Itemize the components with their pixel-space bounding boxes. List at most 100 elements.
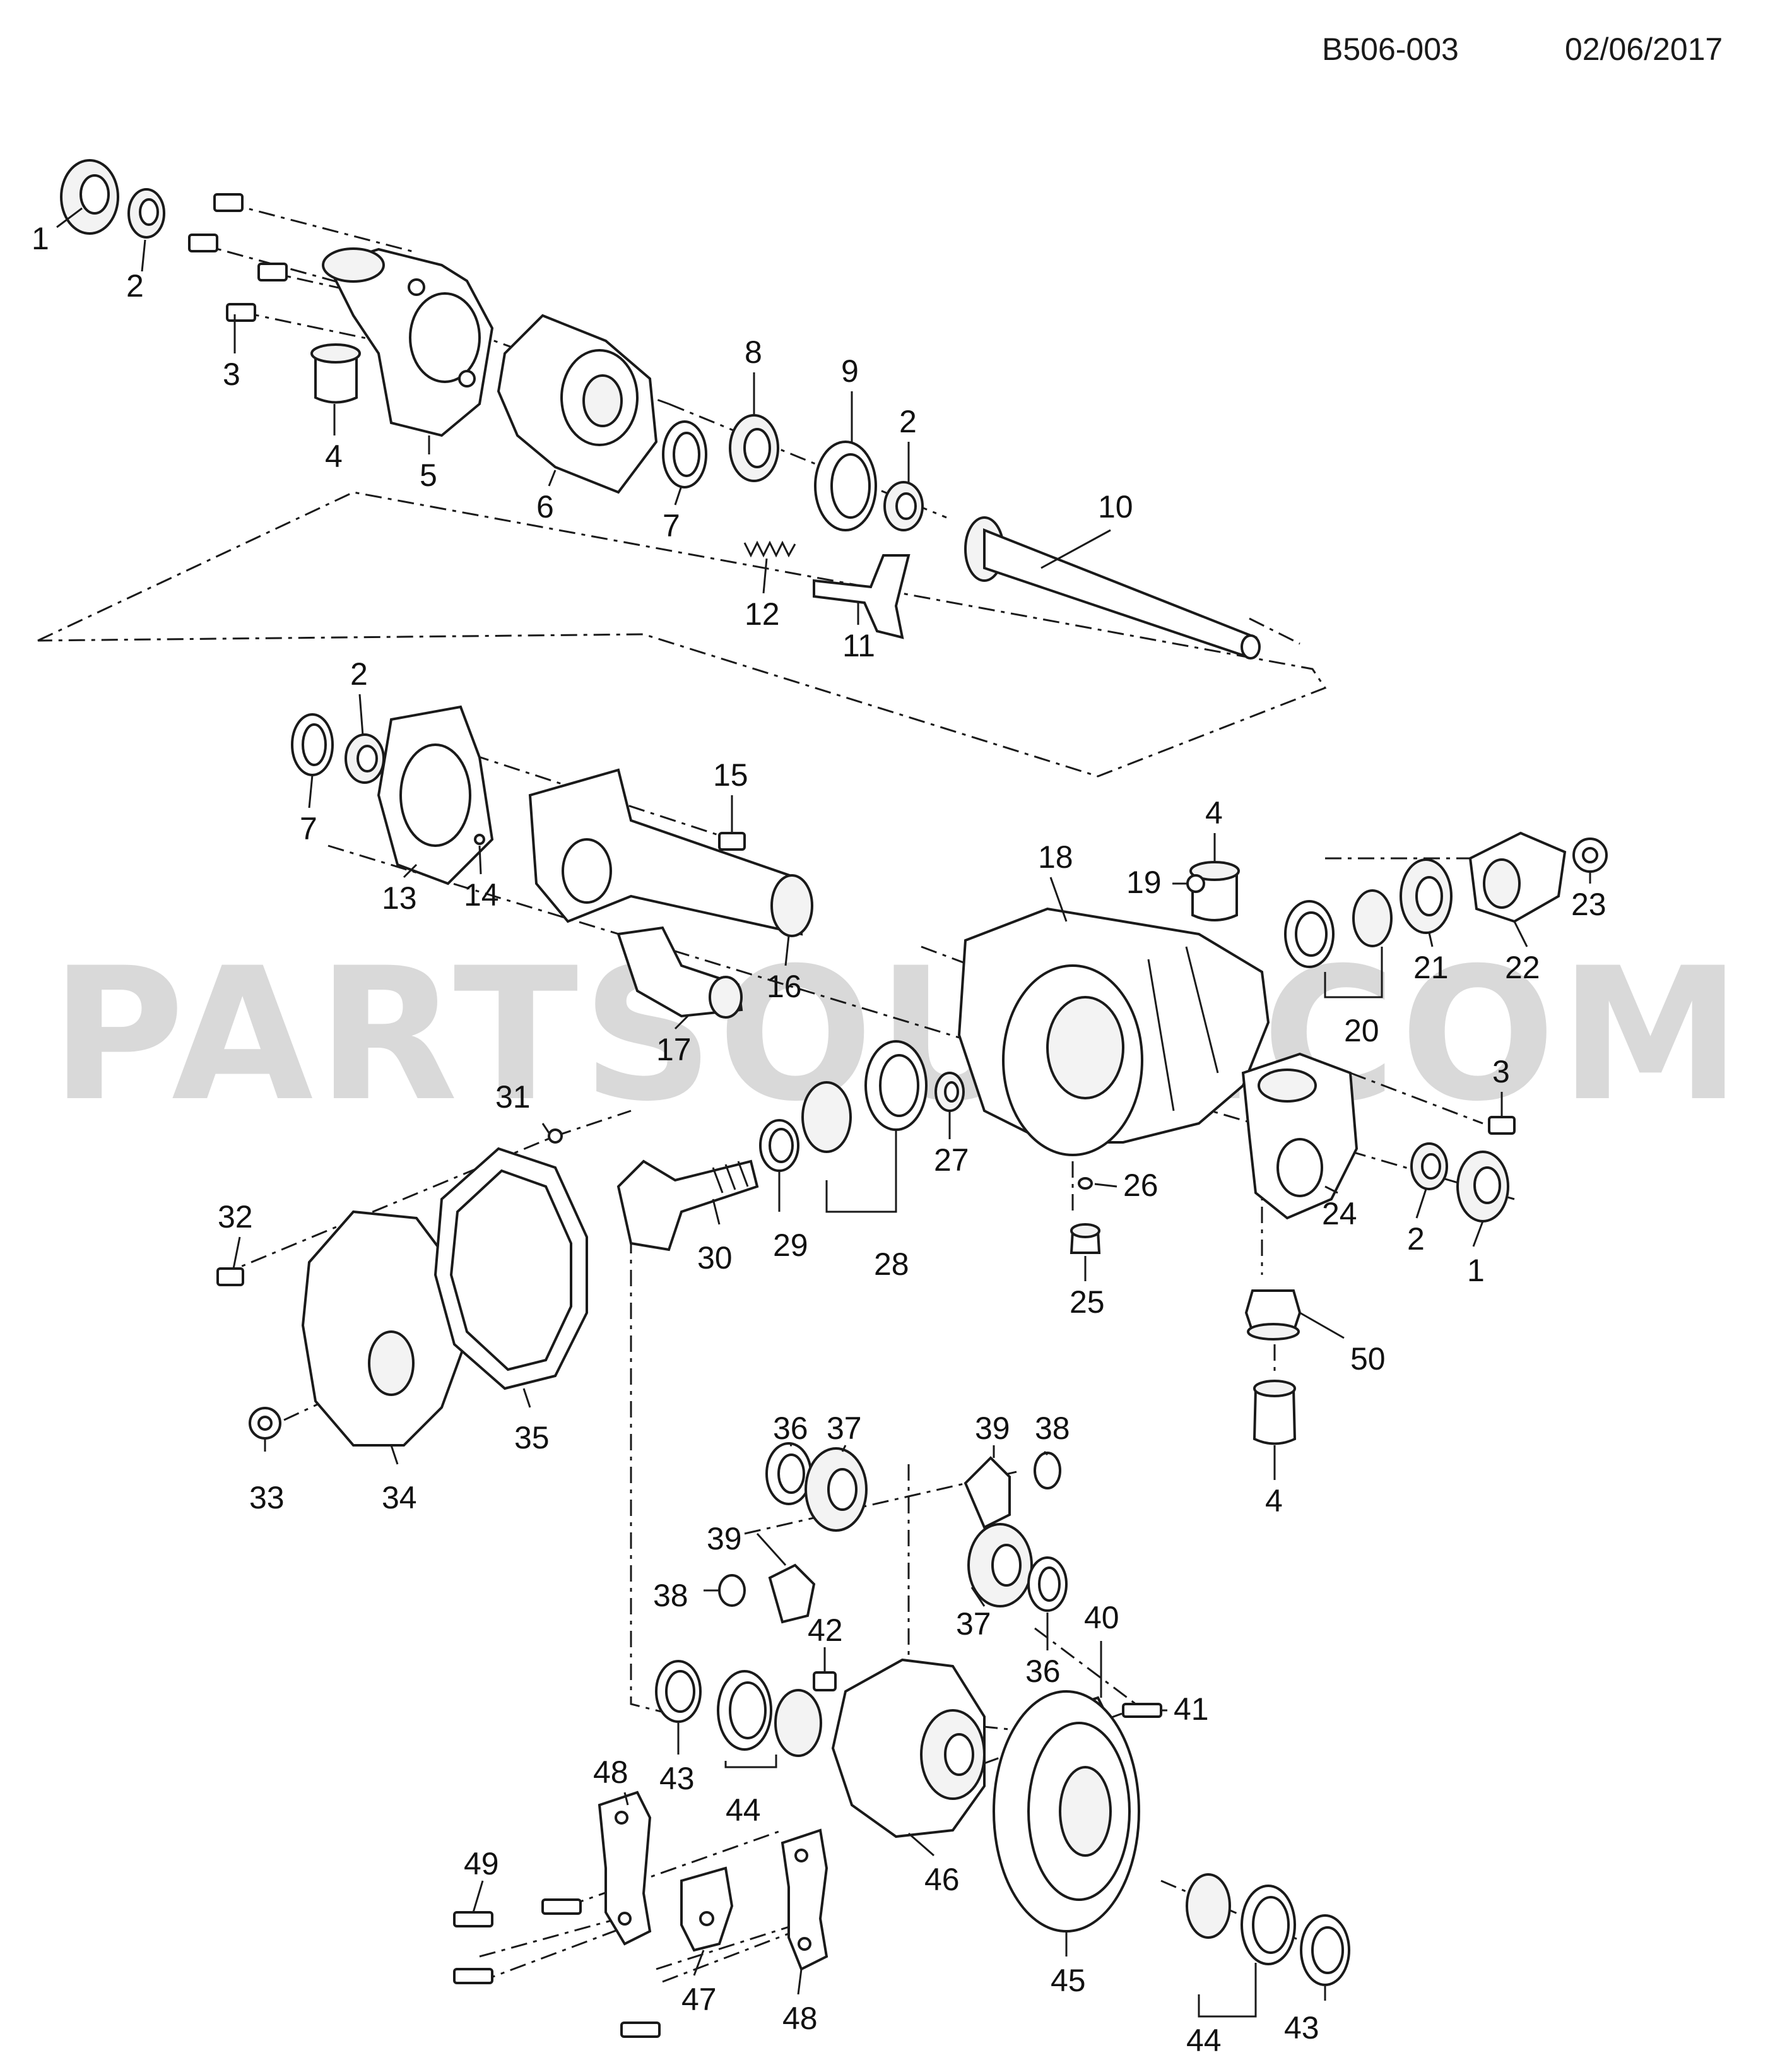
part-mounting-bracket <box>322 247 494 437</box>
callout-label: 33 <box>249 1480 285 1515</box>
callout-label: 4 <box>325 439 343 474</box>
callout-label: 10 <box>1098 489 1133 524</box>
callout-label: 27 <box>934 1142 969 1178</box>
part-bracket <box>680 1866 734 1952</box>
part-vent <box>1186 874 1205 893</box>
callout-label: 1 <box>32 221 49 256</box>
callout-label: 15 <box>713 757 748 793</box>
callout-label: 36 <box>773 1411 808 1446</box>
part-spring <box>743 540 796 558</box>
part-bushing <box>345 733 385 784</box>
part-bolt <box>718 832 746 851</box>
part-lock-bolt <box>1122 1703 1162 1718</box>
part-thrust-washer <box>1034 1452 1061 1489</box>
part-axle-tube <box>528 768 813 937</box>
part-bushing <box>1410 1142 1448 1190</box>
callout-label: 6 <box>536 489 554 524</box>
callout-label: 25 <box>1070 1284 1105 1320</box>
part-bearing-set <box>1186 1873 1296 1965</box>
callout-label: 2 <box>1407 1221 1425 1257</box>
part-bearing-set <box>801 1040 928 1153</box>
callout-label: 39 <box>707 1521 742 1556</box>
callout-label: 2 <box>126 268 144 304</box>
part-bearing-set <box>1284 889 1393 968</box>
callout-label: 48 <box>593 1755 628 1790</box>
callout-label: 48 <box>782 2001 818 2036</box>
part-bolt <box>1488 1116 1516 1135</box>
callout-label: 46 <box>924 1862 960 1897</box>
part-side-gear <box>805 1447 868 1532</box>
part-snap-ring <box>291 713 334 776</box>
part-cover-gasket <box>433 1147 588 1390</box>
callout-label: 37 <box>956 1606 991 1642</box>
callout-label: 32 <box>218 1199 253 1234</box>
callout-label: 17 <box>656 1032 692 1067</box>
part-flange-nut <box>1244 1289 1302 1341</box>
callout-label: 35 <box>514 1420 550 1455</box>
part-differential-case <box>831 1658 986 1838</box>
callout-labels: 1 2 3 4 5 6 7 8 9 2 10 11 12 2 7 13 14 1… <box>32 221 1606 2058</box>
part-fill-plug <box>249 1407 281 1440</box>
part-thrust-washer <box>1027 1556 1068 1612</box>
part-gasket <box>377 705 494 885</box>
part-axle-shaft <box>964 516 1261 660</box>
part-mounting-bracket <box>1241 1052 1359 1220</box>
part-seal <box>1456 1151 1509 1222</box>
callout-label: 42 <box>808 1613 843 1648</box>
part-seal <box>60 159 119 235</box>
part-sleeve <box>310 343 361 404</box>
assembly-boundary <box>37 491 1327 778</box>
callout-label: 2 <box>350 656 368 692</box>
part-bolt <box>548 1128 563 1144</box>
part-bushing <box>934 1072 965 1112</box>
callout-label: 18 <box>1038 839 1073 875</box>
callout-label: 22 <box>1505 950 1540 985</box>
part-side-gear <box>967 1523 1033 1607</box>
part-bushing <box>883 481 924 531</box>
callout-label: 50 <box>1350 1341 1386 1376</box>
callout-label: 31 <box>495 1079 531 1115</box>
part-thrust-washer <box>765 1442 812 1505</box>
callout-label: 7 <box>663 508 680 543</box>
callout-label: 14 <box>464 877 499 913</box>
callout-label: 34 <box>382 1480 417 1515</box>
part-drain-plug <box>1070 1223 1101 1254</box>
part-bearing-set <box>717 1670 822 1757</box>
part-ring-gear <box>993 1690 1140 1933</box>
callout-label: 9 <box>841 353 859 389</box>
part-shim <box>759 1119 799 1172</box>
callout-label: 23 <box>1571 887 1606 922</box>
part-washer <box>1078 1177 1093 1190</box>
callout-label: 39 <box>975 1411 1010 1446</box>
callout-label: 38 <box>1035 1411 1070 1446</box>
callout-label: 44 <box>726 1792 761 1828</box>
part-shim <box>1300 1914 1350 1986</box>
part-pinion-yoke <box>1468 831 1567 923</box>
callout-label: 16 <box>767 969 802 1004</box>
diagram-code: B506-003 <box>1322 32 1459 67</box>
callout-label: 36 <box>1025 1654 1061 1689</box>
callout-label: 4 <box>1265 1483 1283 1518</box>
part-bushing <box>127 188 165 239</box>
callout-label: 26 <box>1123 1168 1158 1203</box>
part-differential-cover <box>301 1210 469 1447</box>
part-thrust-washer <box>718 1574 746 1607</box>
part-actuator-housing <box>497 314 658 494</box>
diagram-date: 02/06/2017 <box>1565 32 1723 67</box>
part-sensor <box>616 926 743 1019</box>
part-bearing-cap <box>781 1828 828 1971</box>
part-bolt <box>216 1267 244 1286</box>
callout-label: 37 <box>827 1411 862 1446</box>
callout-label: 49 <box>464 1846 499 1881</box>
callout-label: 20 <box>1344 1013 1379 1048</box>
callout-label: 12 <box>745 596 780 632</box>
part-bearing-cap <box>598 1791 652 1946</box>
callout-label: 40 <box>1084 1600 1119 1635</box>
callout-label: 1 <box>1467 1253 1485 1288</box>
callout-label: 28 <box>874 1246 909 1282</box>
part-pinion-gear <box>964 1456 1011 1529</box>
callout-label: 41 <box>1174 1691 1209 1727</box>
part-bearing <box>729 414 779 482</box>
part-snap-ring <box>662 420 707 488</box>
callout-label: 11 <box>842 628 875 663</box>
